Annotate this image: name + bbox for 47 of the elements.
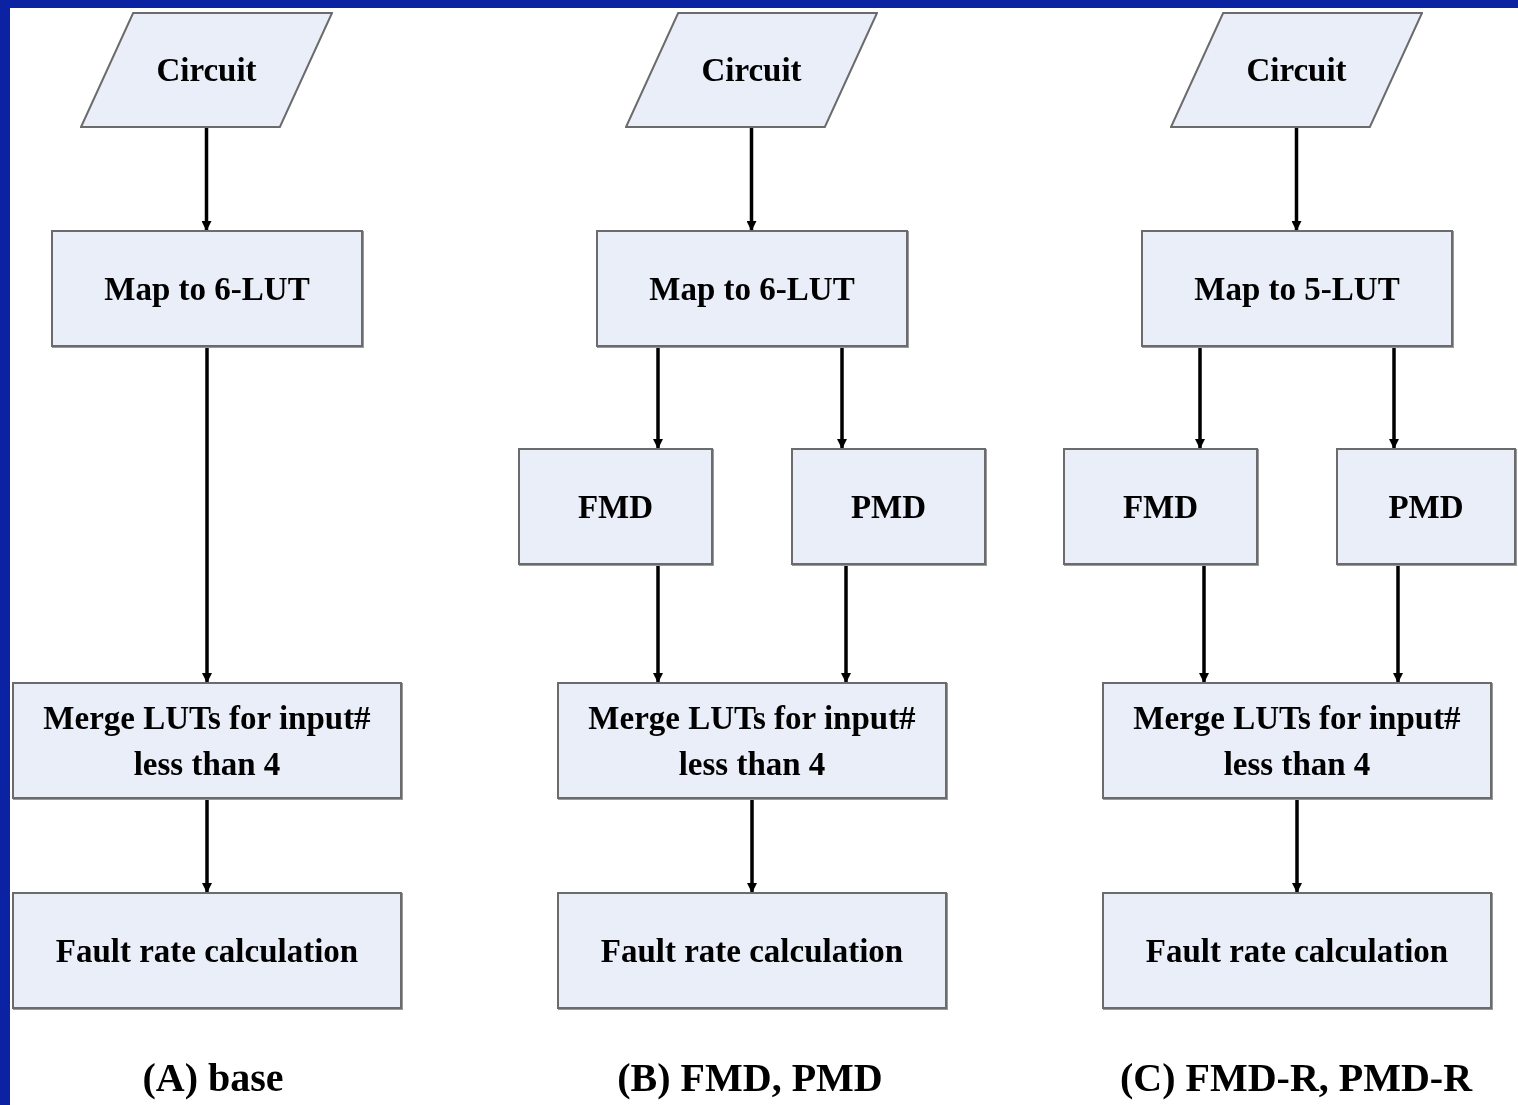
node-label: PMD <box>1387 487 1465 527</box>
arrow <box>746 128 757 231</box>
arrow <box>1199 565 1209 683</box>
process-box <box>1063 448 1258 565</box>
process-box <box>1336 448 1516 565</box>
arrow <box>202 347 212 683</box>
node-label: Circuit <box>155 51 258 90</box>
arrow <box>841 565 851 683</box>
panel-caption: (C) FMD-R, PMD-R <box>1119 1054 1473 1101</box>
arrow <box>653 565 663 683</box>
node-label: Fault rate calculation <box>1144 931 1450 971</box>
process-box <box>1102 682 1492 799</box>
node-label: Merge LUTs for input# less than 4 <box>587 698 917 784</box>
arrow <box>1291 128 1302 231</box>
process-box <box>12 892 402 1009</box>
arrow <box>1389 347 1399 449</box>
node-label: PMD <box>849 487 928 527</box>
arrow <box>1292 799 1302 893</box>
arrow <box>1195 347 1205 449</box>
process-box <box>1141 230 1453 347</box>
node-label: Circuit <box>1245 51 1348 90</box>
node-label: FMD <box>576 487 655 527</box>
node-label: Map to 6-LUT <box>648 269 856 309</box>
process-box <box>791 448 986 565</box>
process-box <box>12 682 402 799</box>
arrow <box>1393 565 1403 683</box>
arrow <box>201 128 212 231</box>
node-label: Fault rate calculation <box>599 931 905 971</box>
process-box <box>1102 892 1492 1009</box>
node-label: Fault rate calculation <box>54 931 360 971</box>
arrow <box>653 347 663 449</box>
process-box <box>557 682 947 799</box>
node-label: Map to 6-LUT <box>103 269 311 309</box>
node-label: Map to 5-LUT <box>1193 269 1401 309</box>
panel-caption: (A) base <box>142 1054 284 1101</box>
node-label: Merge LUTs for input# less than 4 <box>42 698 372 784</box>
node-label: Circuit <box>700 51 803 90</box>
arrow <box>747 799 757 893</box>
panel-caption: (B) FMD, PMD <box>617 1054 883 1101</box>
process-box <box>557 892 947 1009</box>
process-box <box>596 230 908 347</box>
process-box <box>518 448 713 565</box>
arrow <box>837 347 847 449</box>
node-label: Merge LUTs for input# less than 4 <box>1132 698 1462 784</box>
node-label: FMD <box>1121 487 1200 527</box>
arrow <box>202 799 212 893</box>
process-box <box>51 230 363 347</box>
